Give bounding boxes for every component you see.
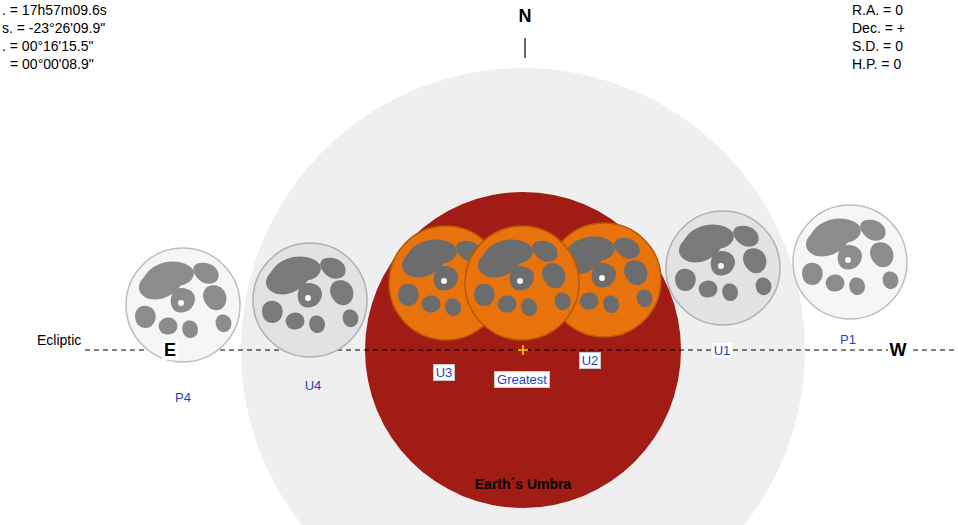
earth-penumbra [241, 68, 805, 525]
data-line: = 00°00'08.9" [10, 56, 94, 73]
moon-u4 [253, 243, 367, 357]
moon-p4 [126, 248, 240, 362]
data-line: s. = -23°26'09.9" [2, 20, 105, 37]
contact-label: U2 [579, 352, 602, 369]
data-line: S.D. = 0 [852, 38, 903, 55]
contact-label: P4 [175, 390, 191, 405]
north-label: N [519, 6, 532, 26]
direction-label: W [888, 340, 909, 360]
moon-greatest [465, 226, 579, 340]
contact-label: Greatest [494, 371, 550, 388]
contact-label: U4 [305, 378, 322, 393]
ecliptic-label: Ecliptic [37, 332, 81, 349]
direction-label: E [162, 340, 178, 360]
contact-label: P1 [840, 332, 856, 347]
moon-u1 [666, 211, 780, 325]
data-line: R.A. = 0 [852, 2, 903, 19]
moon-p1 [793, 205, 907, 319]
data-line: H.P. = 0 [852, 56, 901, 73]
umbra-label: Earth´s Umbra [365, 476, 681, 493]
data-line: . = 00°16'15.5" [2, 38, 93, 55]
contact-label: U1 [712, 343, 733, 358]
data-line: . = 17h57m09.6s [2, 2, 107, 19]
greatest-marker [518, 345, 528, 355]
north-tick [524, 38, 525, 58]
data-line: Dec. = + [852, 20, 905, 37]
contact-label: U3 [433, 364, 456, 381]
